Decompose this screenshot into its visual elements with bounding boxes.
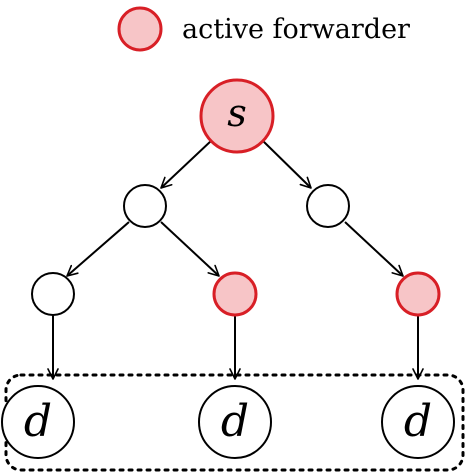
source-node: s xyxy=(199,78,275,154)
legend: active forwarder xyxy=(117,6,410,52)
left-low-node xyxy=(31,272,75,316)
edge-right-mid-right-low xyxy=(344,221,404,277)
legend-active-swatch xyxy=(117,6,163,52)
destination-node-3: d xyxy=(381,385,455,459)
destination-node-1: d xyxy=(1,385,75,459)
middle-low-node xyxy=(212,271,258,317)
legend-label: active forwarder xyxy=(182,14,410,45)
right-low-node xyxy=(395,271,441,317)
right-mid-node xyxy=(306,184,350,228)
destination-node-2: d xyxy=(198,385,272,459)
edge-source-right-mid xyxy=(261,139,312,189)
source-node-circle xyxy=(199,78,275,154)
destination-node-1-circle xyxy=(1,385,75,459)
edge-source-left-mid xyxy=(160,139,213,189)
left-mid-node xyxy=(123,184,167,228)
destination-node-2-label: d xyxy=(221,396,249,447)
source-node-label: s xyxy=(227,91,247,135)
destination-node-2-circle xyxy=(198,385,272,459)
destination-node-3-circle xyxy=(381,385,455,459)
destination-node-1-label: d xyxy=(24,396,52,447)
edge-left-mid-left-low-b xyxy=(160,221,220,277)
destination-node-3-label: d xyxy=(404,396,432,447)
edge-left-mid-left-low-a xyxy=(66,221,130,277)
nodes: s d d d xyxy=(1,78,455,459)
edges xyxy=(47,139,424,380)
